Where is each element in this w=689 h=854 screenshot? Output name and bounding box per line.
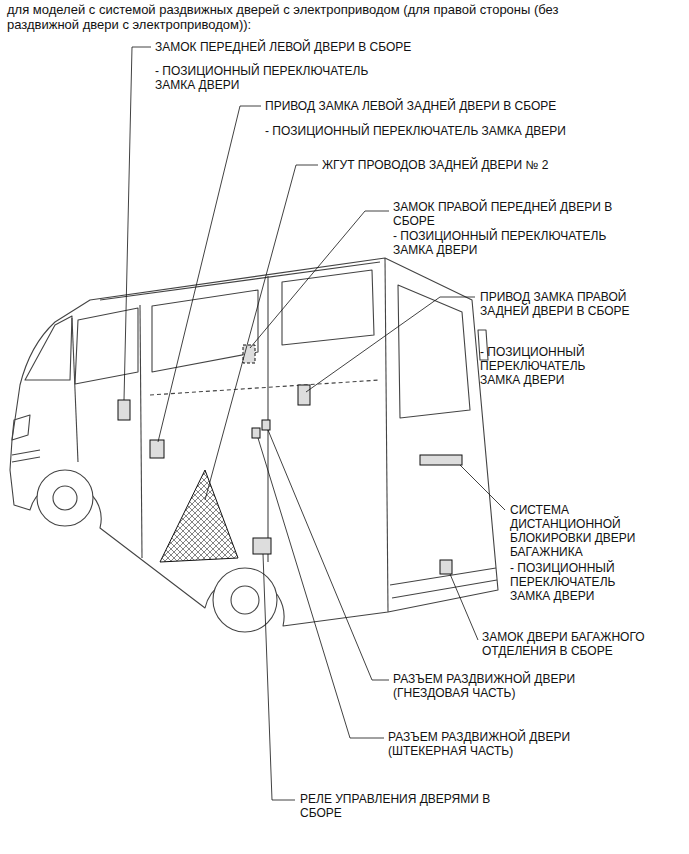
door-parts-part: [440, 560, 452, 574]
part-label: ЗАМОК ПЕРЕДНЕЙ ЛЕВОЙ ДВЕРИ В СБОРЕ: [155, 40, 555, 54]
part-label: РЕЛЕ УПРАВЛЕНИЯ ДВЕРЯМИ В СБОРЕ: [300, 792, 522, 820]
wheels-part: [53, 486, 77, 510]
part-label: - ПОЗИЦИОННЫЙ ПЕРЕКЛЮЧАТЕЛЬ ЗАМКА ДВЕРИ: [393, 229, 645, 257]
part-label: ПРИВОД ЗАМКА ЛЕВОЙ ЗАДНЕЙ ДВЕРИ В СБОРЕ: [265, 99, 675, 113]
wheels: [37, 470, 277, 632]
van-body-part: [140, 305, 142, 558]
part-label: РАЗЪЕМ РАЗДВИЖНОЙ ДВЕРИ (ГНЕЗДОВАЯ ЧАСТЬ…: [393, 672, 615, 700]
wheels-part: [213, 568, 277, 632]
van-body-part: [385, 258, 388, 612]
wheels-part: [231, 586, 259, 614]
part-label: ПРИВОД ЗАМКА ПРАВОЙ ЗАДНЕЙ ДВЕРИ В СБОРЕ: [480, 290, 678, 318]
leader-lines-part: [306, 297, 475, 392]
door-parts-part: [420, 455, 462, 465]
van-body-part: [398, 285, 470, 418]
van-body-part: [72, 318, 78, 462]
van-body-part: [12, 415, 30, 440]
leader-lines-part: [250, 211, 389, 348]
leader-lines-part: [258, 438, 384, 738]
van-body-part: [392, 580, 497, 598]
wheels-part: [37, 470, 93, 526]
part-label: ЖГУТ ПРОВОДОВ ЗАДНЕЙ ДВЕРИ № 2: [322, 158, 662, 172]
door-parts-part: [262, 420, 270, 430]
diagram-title: для моделей с системой раздвижных дверей…: [7, 2, 625, 32]
door-parts-part: [253, 538, 271, 554]
door-parts: [118, 345, 462, 574]
leader-lines-part: [263, 554, 295, 800]
van-body-part: [25, 316, 72, 380]
part-label: - ПОЗИЦИОННЫЙ ПЕРЕКЛЮЧАТЕЛЬ ЗАМКА ДВЕРИ: [265, 124, 675, 138]
leader-lines-part: [124, 47, 151, 400]
part-label: ЗАМОК ДВЕРИ БАГАЖНОГО ОТДЕЛЕНИЯ В СБОРЕ: [482, 630, 674, 658]
van-body-part: [12, 450, 40, 462]
van-body-part: [150, 380, 380, 395]
door-parts-part: [118, 400, 130, 420]
part-label: ЗАМОК ПРАВОЙ ПЕРЕДНЕЙ ДВЕРИ В СБОРЕ: [393, 200, 635, 228]
van-body-part: [267, 276, 268, 562]
door-parts-part: [160, 470, 238, 562]
part-label: СИСТЕМА ДИСТАНЦИОННОЙ БЛОКИРОВКИ ДВЕРИ Б…: [510, 503, 662, 559]
part-label: - ПОЗИЦИОННЫЙ ПЕРЕКЛЮЧАТЕЛЬ ЗАМКА ДВЕРИ: [510, 561, 638, 603]
part-label: - ПОЗИЦИОННЫЙ ПЕРЕКЛЮЧАТЕЛЬ ЗАМКА ДВЕРИ: [155, 64, 407, 92]
van-body-part: [100, 262, 380, 300]
van-body-part: [282, 270, 374, 345]
leader-lines-part: [158, 106, 261, 442]
leader-lines-part: [450, 574, 478, 640]
leader-lines-part: [268, 430, 389, 680]
part-label: РАЗЪЕМ РАЗДВИЖНОЙ ДВЕРИ (ШТЕКЕРНАЯ ЧАСТЬ…: [388, 730, 614, 758]
leader-lines-part: [460, 465, 505, 510]
door-parts-part: [150, 440, 164, 458]
van-body-part: [152, 290, 258, 372]
door-parts-part: [252, 428, 260, 438]
van-body-part: [75, 308, 138, 384]
part-label: - ПОЗИЦИОННЫЙ ПЕРЕКЛЮЧАТЕЛЬ ЗАМКА ДВЕРИ: [480, 345, 608, 387]
door-parts-part: [298, 385, 310, 405]
